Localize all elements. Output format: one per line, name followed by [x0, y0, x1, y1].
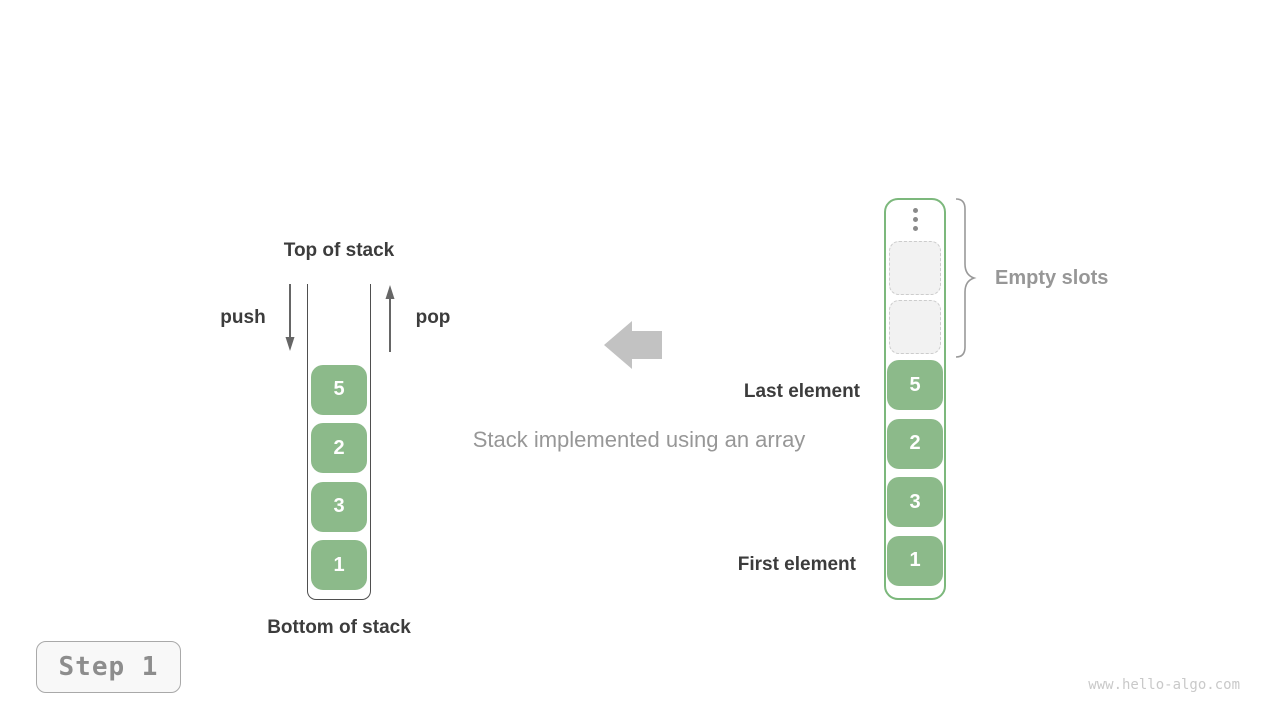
brace-icon	[955, 198, 977, 358]
empty-slots-label: Empty slots	[995, 267, 1109, 289]
stack-cell: 3	[311, 481, 367, 532]
stack-container: 5 2 3 1	[307, 284, 371, 600]
ellipsis-icon	[912, 208, 918, 231]
stack-cell: 2	[311, 423, 367, 473]
left-arrow-icon	[604, 321, 662, 369]
first-element-label: First element	[737, 554, 856, 575]
stack-cell: 5	[311, 364, 367, 415]
array-container: 5 2 3 1	[884, 198, 946, 600]
array-cell: 5	[887, 360, 943, 410]
empty-slot	[889, 241, 941, 295]
push-down-arrow-icon	[285, 284, 295, 351]
step-badge: Step 1	[36, 641, 181, 693]
last-element-label: Last element	[743, 381, 860, 402]
stack-cells: 5 2 3 1	[308, 364, 370, 590]
empty-slot	[889, 300, 941, 354]
array-cell: 2	[887, 418, 943, 469]
pop-label: pop	[415, 307, 451, 328]
watermark: www.hello-algo.com	[1088, 677, 1240, 693]
array-cell: 3	[887, 477, 943, 527]
pop-up-arrow-icon	[385, 285, 395, 352]
caption: Stack implemented using an array	[472, 427, 806, 452]
bottom-of-stack-label: Bottom of stack	[267, 617, 411, 638]
top-of-stack-label: Top of stack	[283, 240, 395, 261]
step-badge-label: Step 1	[58, 652, 159, 682]
array-cell: 1	[887, 535, 943, 586]
empty-slots	[889, 241, 941, 354]
push-label: push	[220, 307, 266, 328]
stack-cell: 1	[311, 540, 367, 590]
array-cells: 5 2 3 1	[887, 360, 943, 586]
